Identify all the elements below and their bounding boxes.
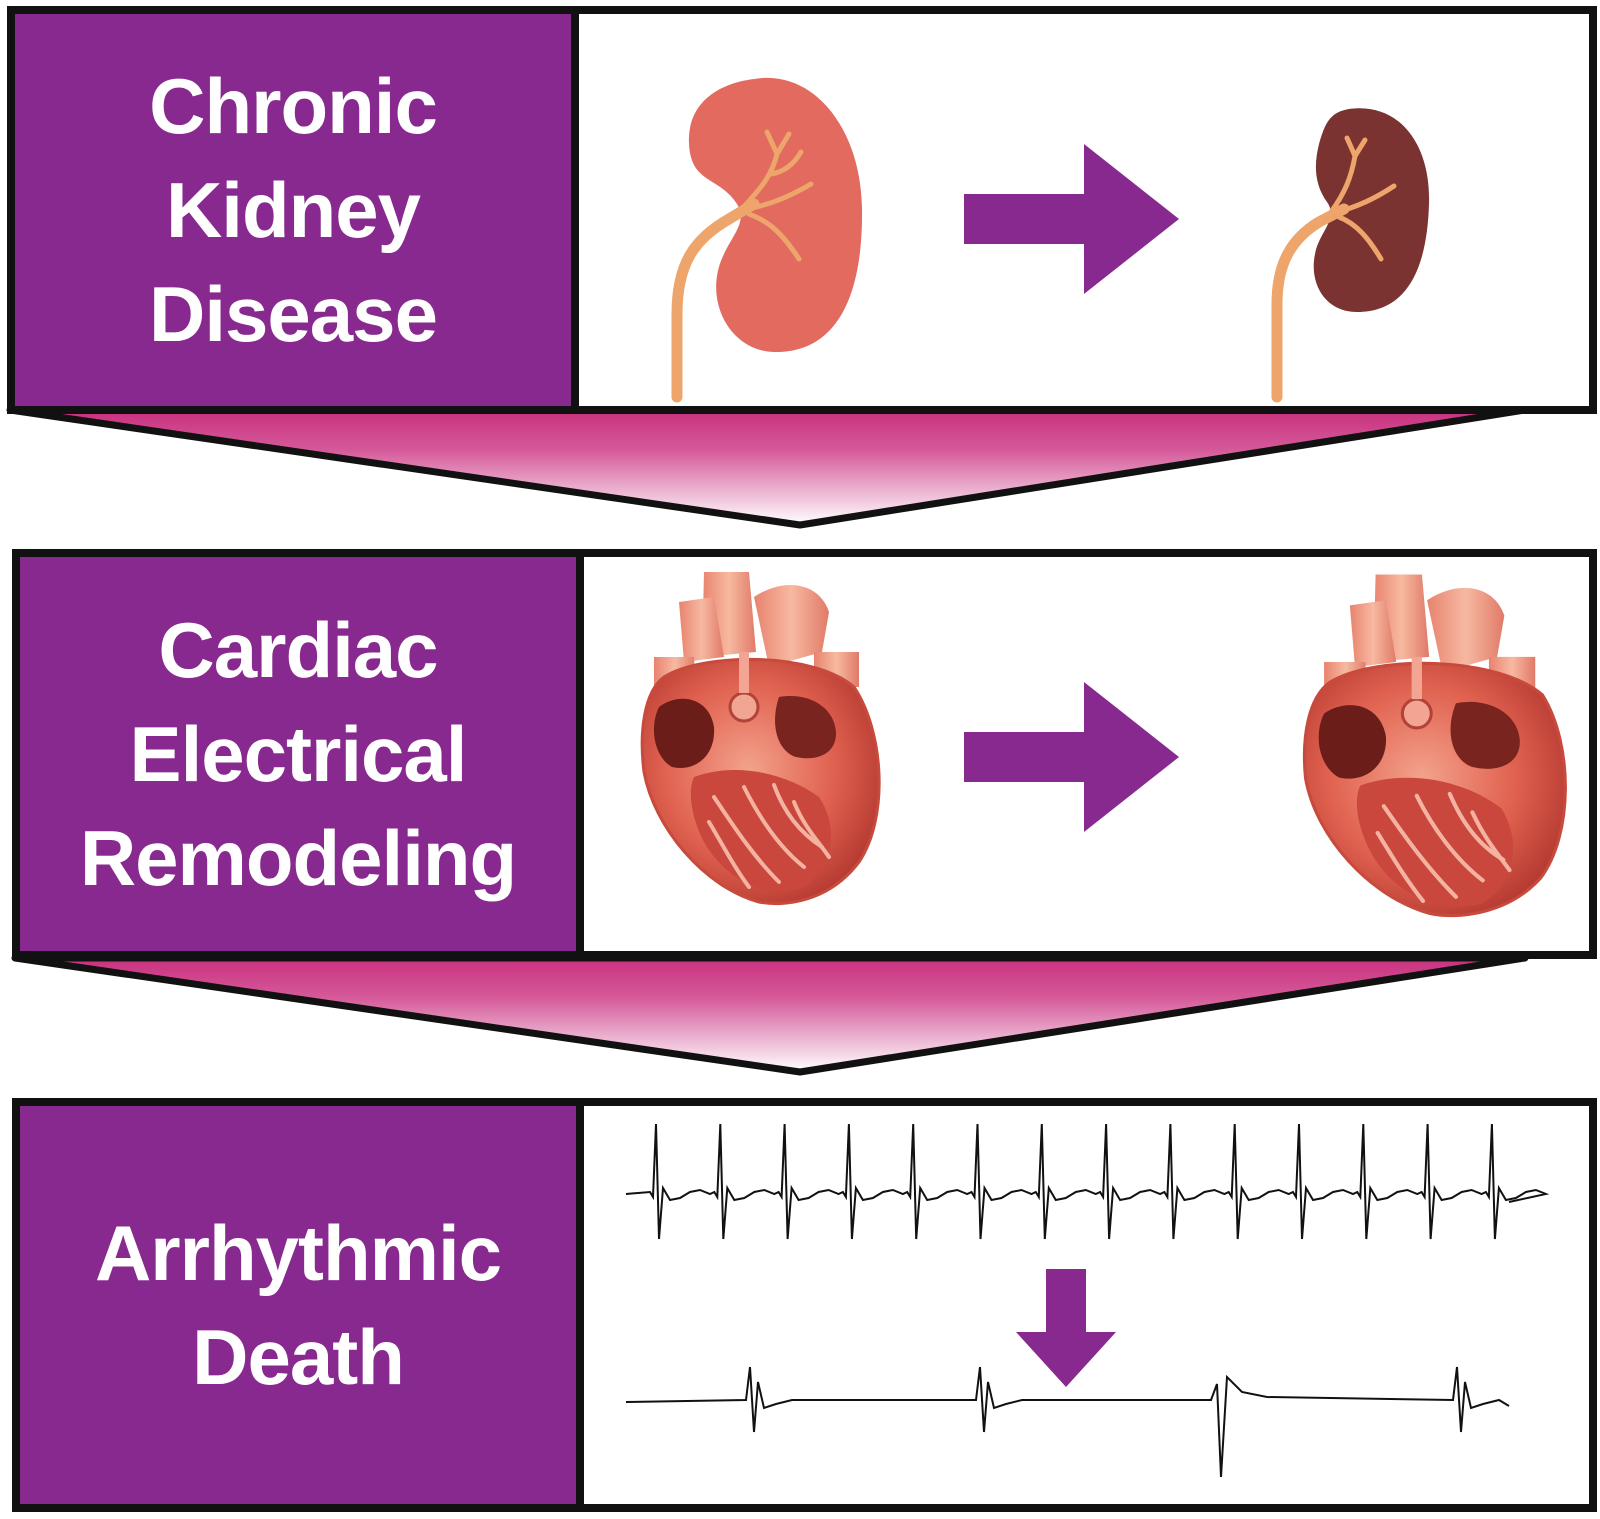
ecg-normal-trace-icon xyxy=(625,1123,1550,1240)
kidney-illustration xyxy=(579,14,1589,406)
stage-label-remodeling: Cardiac Electrical Remodeling xyxy=(20,557,584,951)
heart-remodeled-icon xyxy=(1302,574,1567,918)
progression-arrow-icon xyxy=(964,682,1179,832)
stage-title-remodeling: Cardiac Electrical Remodeling xyxy=(79,606,517,902)
ecg-illustration xyxy=(584,1106,1589,1504)
stage-panel-remodeling: Cardiac Electrical Remodeling xyxy=(12,549,1597,959)
heart-illustration xyxy=(584,557,1589,951)
stage-title-death: Arrhythmic Death xyxy=(94,1209,502,1401)
stage-label-ckd: Chronic Kidney Disease xyxy=(15,14,579,406)
heart-healthy-icon xyxy=(640,572,881,906)
stage-label-death: Arrhythmic Death xyxy=(20,1106,584,1504)
stage-panel-death: Arrhythmic Death xyxy=(12,1098,1597,1512)
healthy-kidney-icon xyxy=(671,77,863,403)
stage-title-ckd: Chronic Kidney Disease xyxy=(149,62,438,358)
funnel-connector-2 xyxy=(11,954,1529,1076)
stage-panel-ckd: Chronic Kidney Disease xyxy=(7,6,1597,414)
funnel-connector-1 xyxy=(6,406,1529,529)
progression-arrow-icon xyxy=(964,144,1179,294)
down-arrow-icon xyxy=(1016,1269,1116,1387)
diseased-kidney-icon xyxy=(1271,108,1430,403)
ecg-abnormal-trace-icon xyxy=(625,1366,1510,1478)
